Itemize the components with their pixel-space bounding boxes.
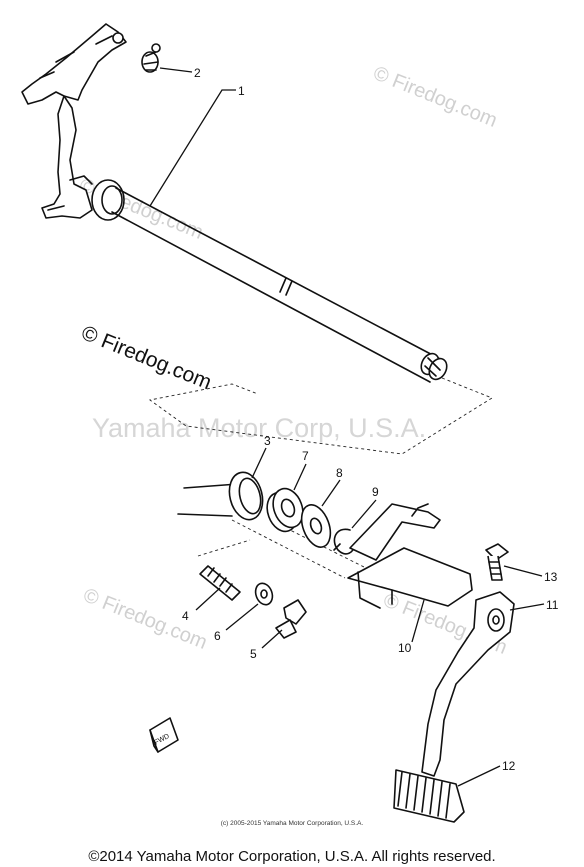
leader-13 [503,565,543,577]
part-8-washer [300,504,332,548]
callout-2: 2 [194,66,201,80]
callout-12: 12 [502,759,516,773]
leader-1 [149,89,236,207]
callout-7: 7 [302,449,309,463]
svg-text:© Firedog.com: © Firedog.com [78,321,215,394]
callout-10: 10 [398,641,412,655]
watermark-firedog-lower-left: © Firedog.com [80,584,210,654]
callout-8: 8 [336,466,343,480]
leader-12 [457,765,501,787]
watermark-firedog-center: © Firedog.com [78,321,215,394]
part-5-lock-plate [275,599,307,639]
watermark-firedog-top-right: © Firedog.com [370,62,500,132]
leader-3 [251,447,267,479]
leader-10 [411,599,425,643]
leader-9 [351,499,377,529]
callout-9: 9 [372,485,379,499]
leader-6 [225,603,259,631]
callout-5: 5 [250,647,257,661]
watermark-yamaha: Yamaha Motor Corp, U.S.A. [92,413,426,443]
leader-11 [509,603,545,611]
small-copyright: (c) 2005-2015 Yamaha Motor Corporation, … [221,820,364,827]
part-7-collar [266,487,304,533]
guide-dashed-upper [148,377,493,455]
leader-5 [261,629,283,649]
footer-copyright: ©2014 Yamaha Motor Corporation, U.S.A. A… [88,848,496,865]
callout-13: 13 [544,570,558,584]
fwd-arrow: FWD [149,717,179,753]
callout-4: 4 [182,609,189,623]
callout-6: 6 [214,629,221,643]
part-4-pin [199,565,241,601]
leader-4 [195,587,221,611]
part-2-pin [141,43,161,73]
callout-1: 1 [238,84,245,98]
part-10-lever-bracket [347,503,473,609]
leader-2 [159,67,193,73]
leader-8 [321,479,341,507]
callout-3: 3 [264,434,271,448]
svg-text:© Firedog.com: © Firedog.com [370,62,500,132]
part-13-bolt [485,543,509,581]
guide-dashed-lower [197,519,411,591]
part-6-nut [254,582,274,606]
svg-text:© Firedog.com: © Firedog.com [80,584,210,654]
leader-7 [293,463,307,491]
part-9-circlip [333,528,355,555]
part-1-shift-shaft [21,23,448,383]
callout-11: 11 [546,598,559,612]
part-3-return-spring [177,471,264,521]
part-11-12-shift-pedal [393,591,515,823]
